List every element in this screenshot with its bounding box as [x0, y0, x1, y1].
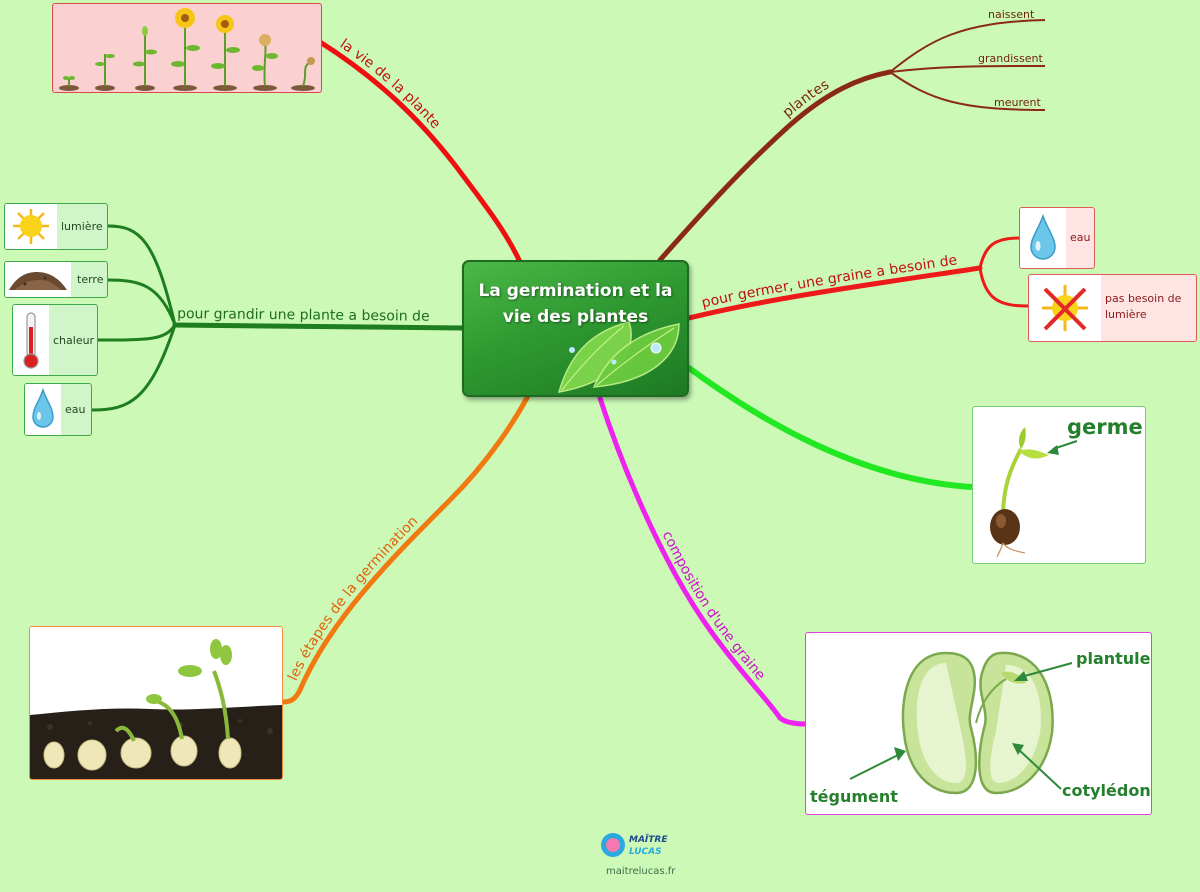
branch-grandir: [172, 322, 465, 331]
bean-seed-image: [849, 651, 1073, 795]
branch-grandir-terre: [107, 278, 177, 326]
germer-lumiere-node: pas besoin de lumière: [1028, 274, 1197, 342]
tegument-label: tégument: [810, 787, 898, 806]
plantule-label: plantule: [1076, 649, 1151, 668]
germe-label: germe: [1067, 415, 1143, 439]
grandir-eau-label: eau: [65, 403, 86, 416]
cotyledon-label: cotylédon: [1062, 781, 1151, 800]
germer-eau-node: eau: [1019, 207, 1095, 269]
water-drop-icon: [1030, 213, 1056, 260]
label-meurent: meurent: [994, 96, 1041, 109]
central-topic-title: La germination et la vie des plantes: [478, 281, 673, 327]
svg-text:MAÎTRE: MAÎTRE: [629, 834, 668, 845]
central-topic: La germination et la vie des plantes: [462, 260, 689, 397]
grandir-chaleur-label: chaleur: [53, 334, 95, 347]
germer-eau-label: eau: [1070, 231, 1091, 244]
germination-photo: [29, 626, 283, 780]
branch-plantes-naissent: [889, 19, 1046, 73]
branch-germer-eau: [978, 236, 1021, 269]
footer-url: maitrelucas.fr: [606, 866, 676, 877]
grandir-lumiere-node: lumière: [4, 203, 108, 250]
branch-germer: [686, 265, 983, 321]
branch-plantes: [657, 69, 893, 263]
branch-vie-plante: [317, 39, 523, 265]
branch-plantes-meurent: [889, 71, 1046, 111]
branch-grandir-chaleur: [97, 324, 177, 342]
seedling-image: [990, 427, 1078, 558]
graine-image: plantule tégument cotylédon: [805, 632, 1152, 815]
grandir-eau-node: eau: [24, 383, 92, 436]
grandir-terre-label: terre: [77, 273, 104, 286]
label-pour-grandir: pour grandir une plante a besoin de: [177, 306, 430, 325]
branch-germe: [686, 365, 975, 490]
germe-image: germe: [972, 406, 1146, 564]
germer-lumiere-label: pas besoin de lumière: [1105, 292, 1182, 321]
soil-icon: [9, 272, 67, 290]
thermometer-icon: [23, 312, 39, 369]
label-naissent: naissent: [988, 8, 1035, 21]
branch-grandir-eau: [91, 324, 177, 412]
label-vie-plante: la vie de la plante: [337, 36, 444, 132]
water-drop-icon: [32, 387, 54, 428]
branch-etapes: [280, 393, 531, 705]
branch-grandir-lumiere: [107, 224, 177, 326]
crossed-sun-icon: [1042, 285, 1088, 331]
grandir-lumiere-label: lumière: [61, 220, 103, 233]
maitre-lucas-logo: MAÎTRE LUCAS: [600, 830, 680, 860]
grandir-terre-node: terre: [4, 261, 108, 298]
label-pour-germer: pour germer, une graine a besoin de: [700, 252, 958, 311]
branch-composition: [597, 395, 809, 727]
grandir-chaleur-node: chaleur: [12, 304, 98, 376]
label-etapes: les étapes de la germination: [285, 513, 421, 683]
sun-icon: [13, 209, 49, 244]
branch-plantes-grandissent: [889, 65, 1046, 73]
label-composition: composition d'une graine: [659, 529, 769, 684]
leaf-icon: [557, 321, 680, 393]
svg-text:LUCAS: LUCAS: [629, 847, 662, 857]
growth-stages-image: [52, 3, 322, 93]
label-grandissent: grandissent: [978, 52, 1043, 65]
branch-germer-lumiere: [978, 267, 1029, 308]
